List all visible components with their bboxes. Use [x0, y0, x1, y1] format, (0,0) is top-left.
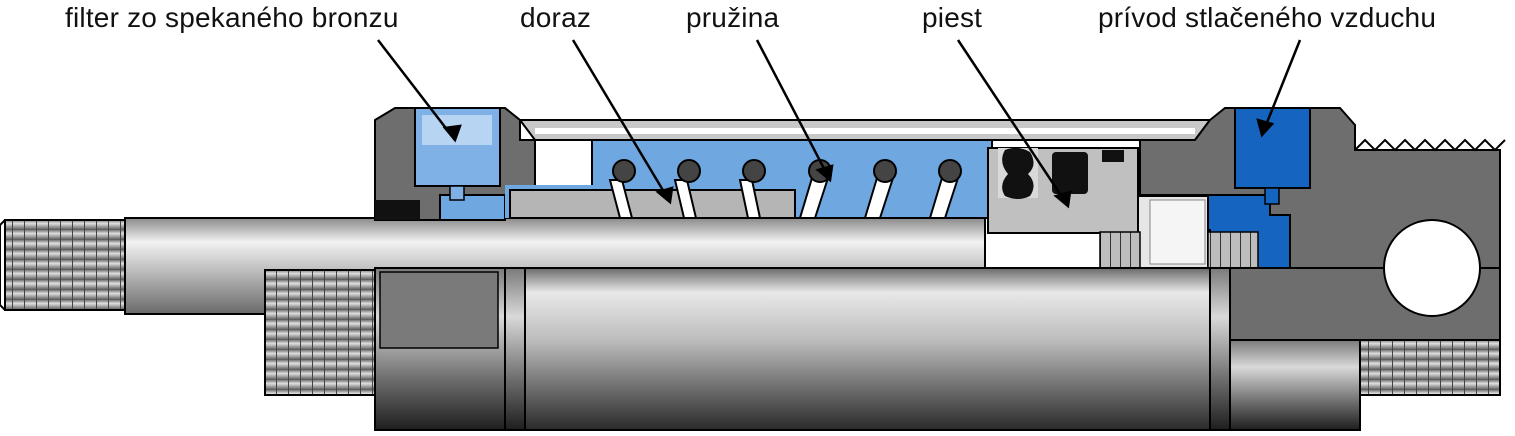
label-filter: filter zo spekaného bronzu [65, 2, 399, 33]
label-privod: prívod stlačeného vzduchu [1098, 2, 1437, 33]
leader-lines [377, 39, 1302, 209]
air-supply-chamber [1099, 194, 1291, 269]
filter-icon [414, 107, 501, 201]
air-port-icon [1234, 107, 1311, 205]
cylinder-barrel [264, 267, 1501, 431]
label-piest: piest [922, 2, 983, 33]
piston [987, 147, 1139, 234]
label-doraz: doraz [520, 2, 592, 33]
rod-seal [375, 200, 420, 220]
mounting-eye-icon [1229, 219, 1501, 361]
coil-spring [608, 159, 962, 219]
label-pruzina: pružina [686, 2, 780, 33]
